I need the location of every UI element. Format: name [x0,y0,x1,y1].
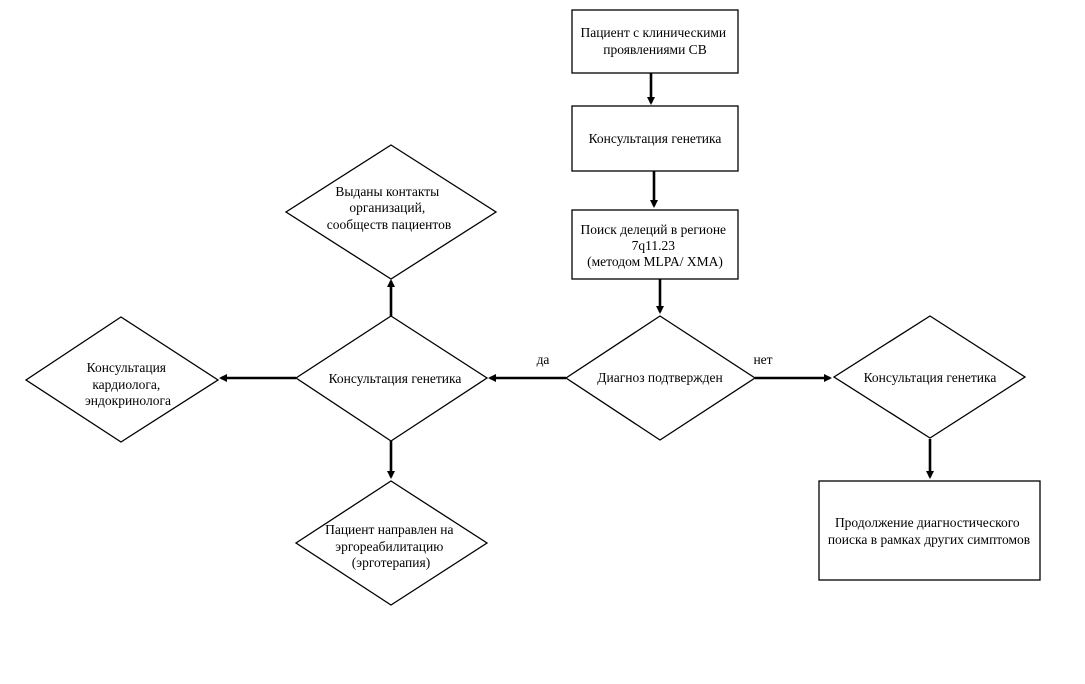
ergo-text: Пациент направлен на эргореабилитацию (э… [325,522,457,570]
ergo-diamond [294,480,489,606]
contacts-text: Выданы контакты организаций, сообществ п… [327,184,451,232]
node-labels: Пациент с клиническими проявлениями СВ К… [85,25,1030,570]
consult-top-box [571,105,739,172]
consult-no-diamond [832,315,1027,439]
consult-top-text: Консультация генетика [589,131,722,146]
cardio-endo-diamond [24,316,220,443]
continue-search-text: Продолжение диагностического поиска в ра… [828,515,1030,547]
start-box [571,9,739,74]
contacts-diamond [284,144,498,280]
edge-labels: да нет [537,352,773,367]
diagnosis-diamond [564,315,757,441]
no-label: нет [753,352,772,367]
cardio-endo-text: Консультация кардиолога, эндокринолога [85,360,171,408]
edges [219,73,934,479]
consult-no-text: Консультация генетика [864,370,997,385]
diagnosis-text: Диагноз подтвержден [597,370,722,385]
consult-yes-diamond [294,315,489,442]
continue-search-box [818,480,1041,581]
start-text: Пациент с клиническими проявлениями СВ [580,25,729,57]
yes-label: да [537,352,550,367]
consult-yes-text: Консультация генетика [329,371,462,386]
deletion-search-box [571,209,739,280]
nodes [24,9,1041,606]
deletion-search-text: Поиск делеций в регионе 7q11.23 (методом… [581,222,730,269]
